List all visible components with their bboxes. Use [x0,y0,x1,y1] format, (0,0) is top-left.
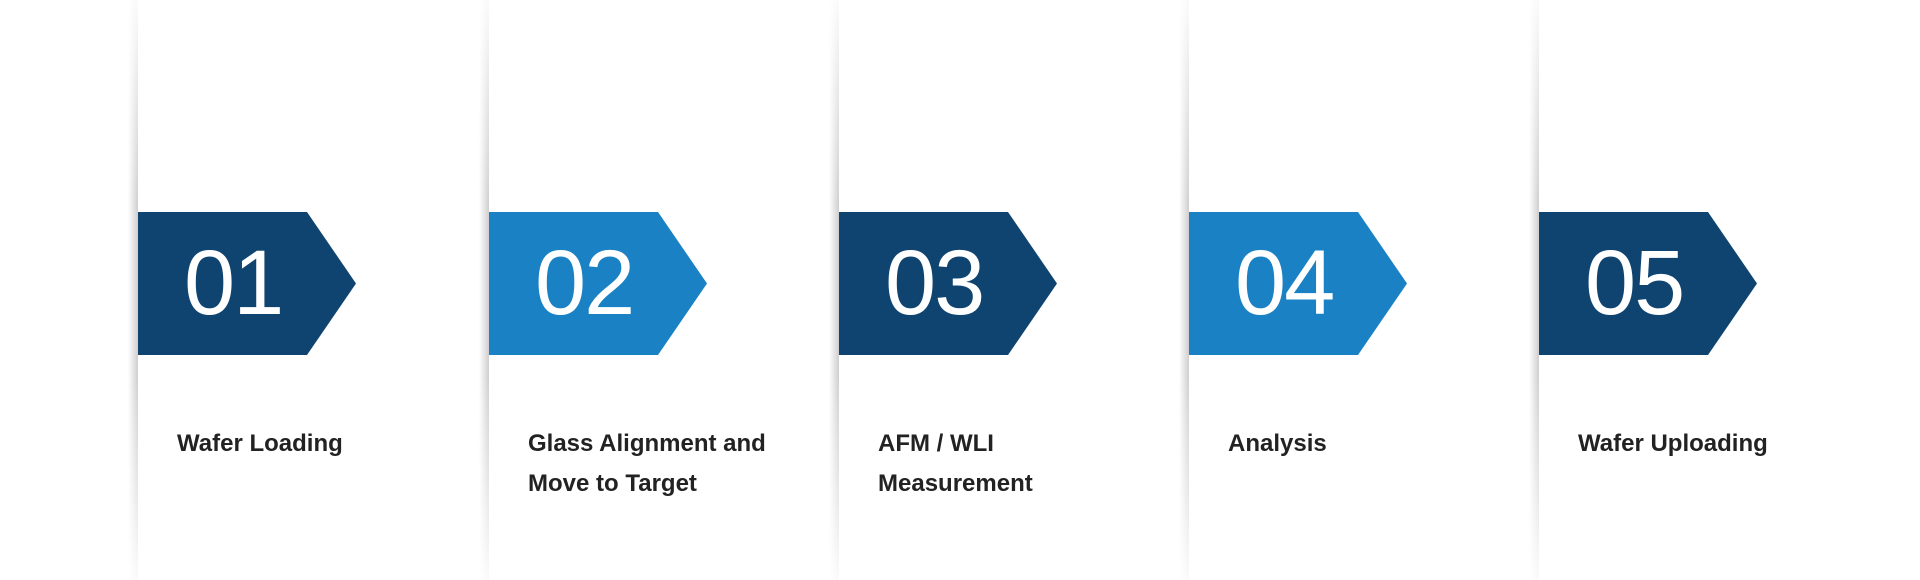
step-arrow [489,212,707,355]
step-label: Glass Alignment and Move to Target [528,424,828,504]
step-arrow [138,212,356,355]
step-label: Wafer Loading [177,430,343,457]
step-label: Wafer Uploading [1578,430,1768,457]
divider-shadow [479,0,489,580]
divider-shadow [128,0,138,580]
step-2: 02 Glass Alignment and Move to Target [479,0,839,580]
step-3: 03 AFM / WLI Measurement [829,0,1189,580]
step-arrow [1539,212,1757,355]
step-label: AFM / WLI Measurement [878,424,1178,504]
step-arrow [839,212,1057,355]
step-4: 04 Analysis [1179,0,1539,580]
step-label: Analysis [1228,430,1327,457]
step-number: 03 [885,232,985,334]
divider-shadow [829,0,839,580]
step-1: 01 Wafer Loading [128,0,488,580]
divider-shadow [1529,0,1539,580]
step-label-line: Measurement [878,470,1033,497]
step-arrow [1189,212,1407,355]
step-label-line: Move to Target [528,470,697,497]
step-5: 05 Wafer Uploading [1529,0,1889,580]
step-number: 04 [1235,232,1335,334]
step-number: 01 [184,232,284,334]
step-label-line: AFM / WLI [878,430,994,457]
step-label-line: Glass Alignment and [528,430,766,457]
divider-shadow [1179,0,1189,580]
step-number: 05 [1585,232,1685,334]
step-number: 02 [535,232,635,334]
